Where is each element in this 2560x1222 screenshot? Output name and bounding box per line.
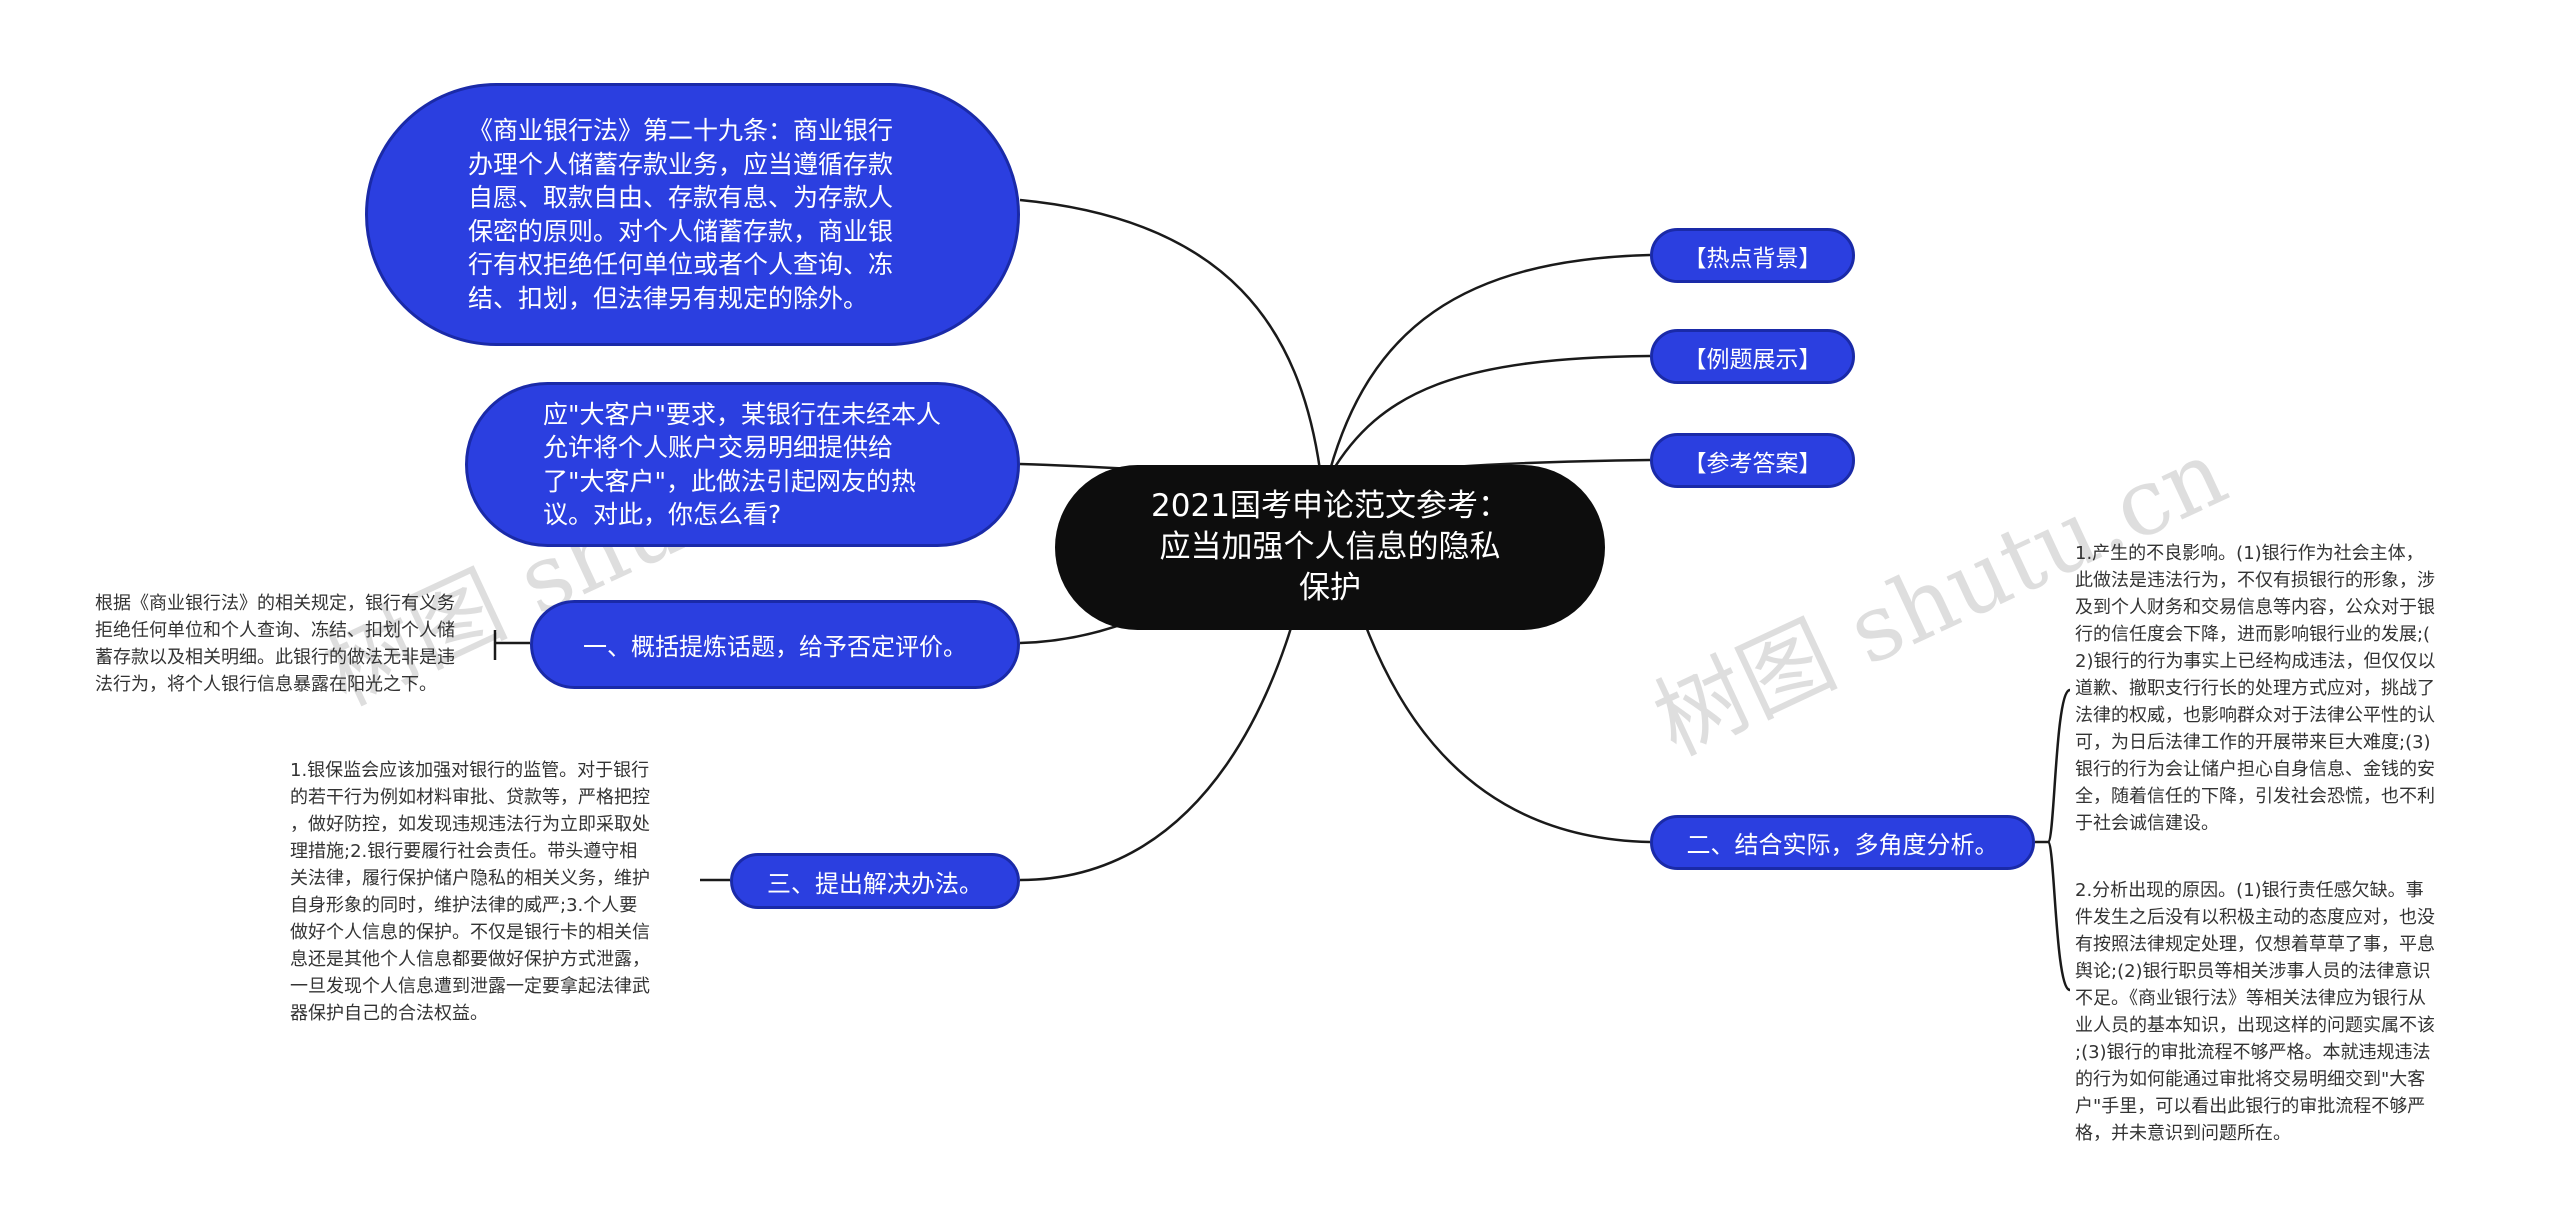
tag-answer-label: 【参考答案】 [1683,450,1822,477]
law-text: 《商业银行法》第二十九条：商业银行办理个人储蓄存款业务，应当遵循存款自愿、取款自… [468,116,894,313]
edge-root-law [1019,198,1322,471]
tag-answer[interactable]: 【参考答案】 [1650,433,1855,488]
branch1-note: 根据《商业银行法》的相关规定，银行有义务 拒绝任何单位和个人查询、冻结、扣划个人… [95,593,455,695]
root-title-line3: 保护 [1299,570,1361,606]
branch3-note: 1.银保监会应该加强对银行的监管。对于银行 的若干行为例如材料审批、贷款等，严格… [290,760,650,1024]
branch2-label: 二、结合实际，多角度分析。 [1686,831,1999,859]
branch1-label: 一、概括提炼话题，给予否定评价。 [583,633,967,661]
branch3-node[interactable]: 三、提出解决办法。 [730,853,1020,909]
branch1-node[interactable]: 一、概括提炼话题，给予否定评价。 [530,600,1020,689]
branch2-node[interactable]: 二、结合实际，多角度分析。 [1650,815,2035,870]
root-node[interactable]: 2021国考申论范文参考： 应当加强个人信息的隐私 保护 [1055,465,1605,630]
question-text: 应"大客户"要求，某银行在未经本人允许将个人账户交易明细提供给了"大客户"，此做… [543,399,941,530]
edge-root-tag1 [1328,253,1651,471]
root-title-line2: 应当加强个人信息的隐私 [1159,529,1501,565]
tag-hot-background-label: 【热点背景】 [1683,245,1822,272]
edge-branch1-note [493,630,530,660]
branch2-note1: 1.产生的不良影响。(1)银行作为社会主体， 此做法是违法行为，不仅有损银行的形… [2075,543,2436,834]
edge-branch2-bracket [2035,688,2071,992]
question-node[interactable]: 应"大客户"要求，某银行在未经本人允许将个人账户交易明细提供给了"大客户"，此做… [465,382,1020,547]
law-node[interactable]: 《商业银行法》第二十九条：商业银行办理个人储蓄存款业务，应当遵循存款自愿、取款自… [365,83,1020,346]
tag-example-label: 【例题展示】 [1683,346,1822,373]
tag-hot-background[interactable]: 【热点背景】 [1650,228,1855,283]
branch3-label: 三、提出解决办法。 [767,869,983,898]
edge-root-tag2 [1328,354,1651,476]
tag-example[interactable]: 【例题展示】 [1650,329,1855,384]
branch2-note2: 2.分析出现的原因。(1)银行责任感欠缺。事 件发生之后没有以积极主动的态度应对… [2075,880,2435,1144]
root-title-line1: 2021国考申论范文参考： [1151,488,1509,524]
